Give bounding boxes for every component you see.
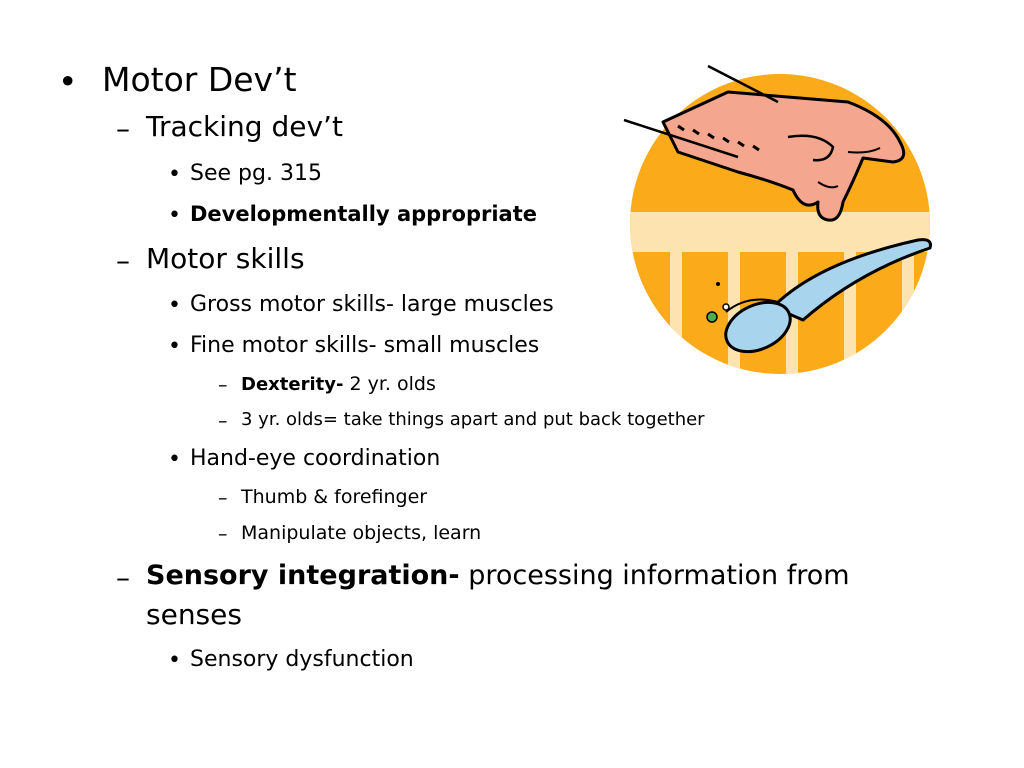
item-fine-motor: Fine motor skills- small muscles: [190, 333, 540, 358]
bullet-marker: •: [58, 62, 78, 101]
dash-marker: –: [218, 523, 228, 545]
sensory-integration-label: Sensory integration-: [146, 560, 460, 591]
dexterity-label: Dexterity-: [241, 374, 344, 395]
dexterity-text: 2 yr. olds: [343, 373, 436, 395]
sensory-integration-text: processing information from: [459, 560, 850, 591]
bullet-marker: •: [168, 648, 181, 673]
item-motor-skills: Motor skills: [146, 242, 305, 275]
item-sensory-dysfunction: Sensory dysfunction: [190, 647, 414, 672]
dash-marker: –: [218, 410, 228, 432]
item-thumb-forefinger: Thumb & forefinger: [241, 486, 428, 508]
dash-marker: –: [218, 374, 228, 396]
item-three-year-olds: 3 yr. olds= take things apart and put ba…: [241, 409, 705, 430]
bullet-marker: •: [168, 334, 181, 359]
dash-marker: –: [218, 487, 228, 509]
heading-motor-development: Motor Dev’t: [102, 60, 297, 99]
item-sensory-integration-continued: senses: [146, 598, 242, 631]
bullet-marker: •: [168, 293, 181, 318]
hand-dropping-spoon-icon: [623, 64, 932, 374]
item-developmentally-appropriate: Developmentally appropriate: [190, 202, 538, 226]
item-sensory-integration: Sensory integration- processing informat…: [146, 561, 850, 591]
hand-shape: [623, 64, 906, 222]
item-tracking: Tracking dev’t: [146, 110, 343, 143]
item-see-page: See pg. 315: [190, 161, 322, 186]
dash-marker: –: [116, 561, 130, 594]
bullet-marker: •: [168, 203, 181, 228]
dash-marker: –: [116, 244, 130, 277]
bullet-marker: •: [168, 447, 181, 472]
item-manipulate-objects: Manipulate objects, learn: [241, 522, 482, 544]
bullet-marker: •: [168, 162, 181, 187]
item-dexterity: Dexterity- 2 yr. olds: [241, 374, 436, 395]
dash-marker: –: [116, 112, 130, 145]
item-gross-motor: Gross motor skills- large muscles: [190, 292, 554, 317]
spoon-shape: [724, 238, 932, 354]
item-hand-eye: Hand-eye coordination: [190, 446, 441, 471]
